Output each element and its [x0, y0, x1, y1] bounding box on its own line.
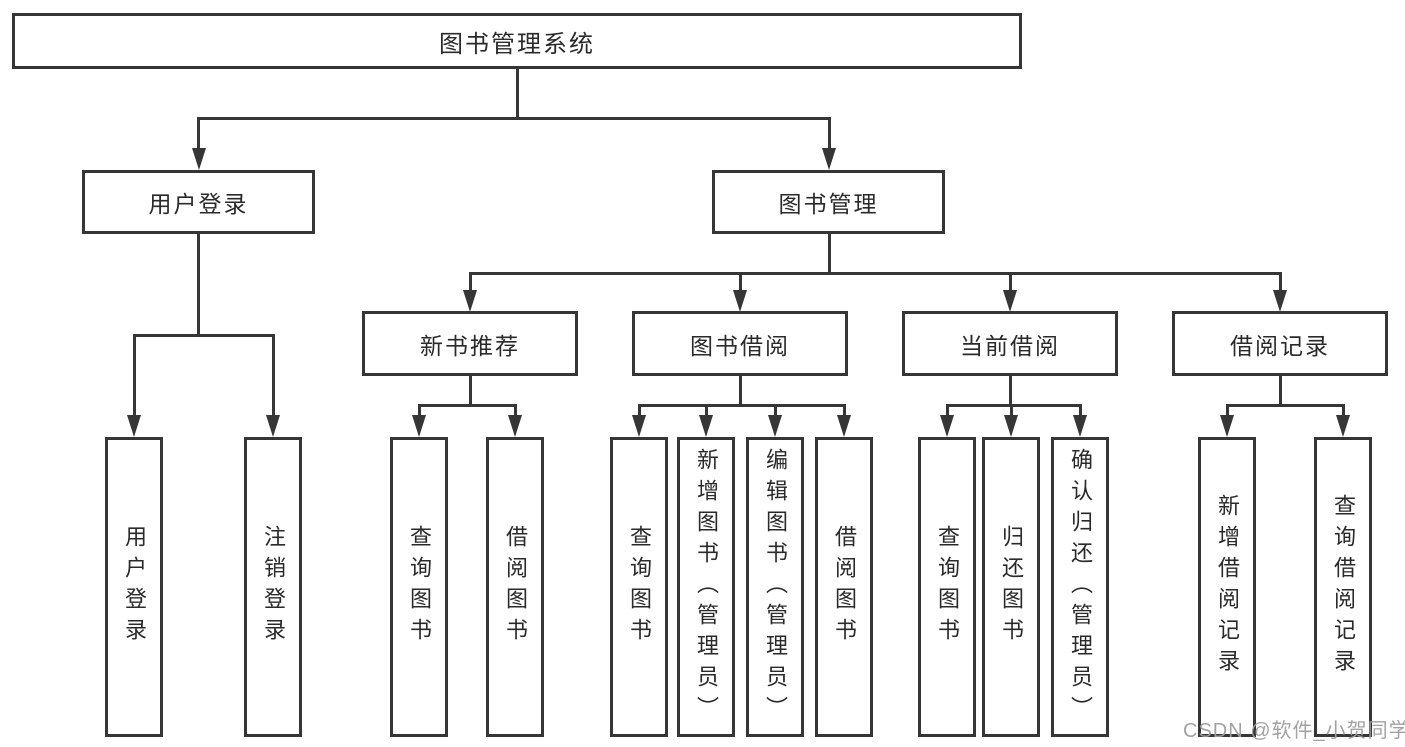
leaf-add-book-admin: 新增图书（管理员）: [677, 437, 735, 737]
connector-leaf-drop: [1341, 404, 1345, 417]
node-current-borrowing-label: 当前借阅: [960, 332, 1060, 359]
leaf-query-borrow-record: 查询借阅记录: [1314, 437, 1372, 737]
connector-newbookrec-stub: [468, 374, 472, 406]
connector-borrowrecords-split: [1225, 404, 1345, 407]
arrow-leaf-icon: [837, 415, 851, 437]
leaf-user-login-label: 用户登录: [122, 525, 147, 649]
connector-level3-split: [468, 272, 1282, 275]
node-current-borrowing: 当前借阅: [902, 311, 1118, 376]
connector-leaf-drop: [773, 404, 777, 417]
arrow-leaf-icon: [940, 415, 954, 437]
node-borrowing-records-label: 借阅记录: [1230, 332, 1330, 359]
arrow-bookborrow-icon: [733, 290, 747, 312]
leaf-logout: 注销登录: [244, 437, 302, 737]
node-book-borrowing: 图书借阅: [632, 311, 848, 376]
csdn-watermark: CSDN @软件_小贺同学: [1183, 720, 1405, 742]
connector-bookborrow-drop: [738, 272, 742, 292]
connector-leaf-login-drop: [132, 334, 136, 417]
arrow-leaf-icon: [632, 415, 646, 437]
connector-currentborrow-drop: [1008, 272, 1012, 292]
arrow-leaf-login-icon: [127, 415, 141, 437]
leaf-borrow-books-borrow-label: 借阅图书: [832, 525, 857, 649]
leaf-confirm-return-admin-label: 确认归还（管理员）: [1068, 447, 1093, 727]
node-library-system: 图书管理系统: [12, 13, 1022, 69]
leaf-query-books-borrow-label: 查询图书: [627, 525, 652, 649]
arrow-leaf-icon: [699, 415, 713, 437]
arrow-leaf-icon: [508, 415, 522, 437]
leaf-borrow-books-recommend-label: 借阅图书: [503, 525, 528, 649]
leaf-add-borrow-record: 新增借阅记录: [1198, 437, 1256, 737]
connector-leaf-drop: [513, 404, 517, 417]
leaf-logout-label: 注销登录: [261, 525, 286, 649]
connector-leaf-drop: [637, 404, 641, 417]
node-user-login-label: 用户登录: [148, 191, 249, 217]
connector-level2-split: [197, 117, 831, 120]
leaf-user-login: 用户登录: [105, 437, 163, 737]
connector-leaf-drop: [704, 404, 708, 417]
arrow-currentborrow-icon: [1003, 290, 1017, 312]
arrow-leaf-icon: [1336, 415, 1350, 437]
leaf-query-books-recommend-label: 查询图书: [407, 525, 432, 649]
connector-bookmgmt-drop: [827, 117, 831, 150]
connector-leaf-drop: [1225, 404, 1229, 417]
connector-bookmgmt-stem: [827, 231, 831, 274]
connector-currentborrow-split: [945, 404, 1082, 407]
arrow-leaf-icon: [768, 415, 782, 437]
leaf-return-book-label: 归还图书: [999, 525, 1024, 649]
connector-bookborrow-split: [637, 404, 846, 407]
connector-userlogin-stem: [197, 231, 200, 336]
connector-leaf-drop: [945, 404, 949, 417]
arrow-leaf-icon: [1073, 415, 1087, 437]
arrow-borrowrecords-icon: [1273, 290, 1287, 312]
arrow-leaf-icon: [412, 415, 426, 437]
leaf-edit-book-admin-label: 编辑图书（管理员）: [763, 447, 788, 727]
leaf-query-books-recommend: 查询图书: [390, 437, 448, 737]
connector-root-stem: [515, 67, 519, 119]
connector-newbookrec-split: [417, 404, 517, 407]
leaf-query-books-current: 查询图书: [918, 437, 976, 737]
arrow-leaf-icon: [1004, 415, 1018, 437]
leaf-query-borrow-record-label: 查询借阅记录: [1331, 494, 1356, 680]
arrow-leaf-icon: [1220, 415, 1234, 437]
leaf-borrow-books-borrow: 借阅图书: [815, 437, 873, 737]
leaf-query-books-borrow: 查询图书: [610, 437, 668, 737]
arrow-newbookrec-icon: [463, 290, 477, 312]
node-library-system-label: 图书管理系统: [439, 30, 595, 58]
leaf-add-book-admin-label: 新增图书（管理员）: [694, 447, 719, 727]
leaf-add-borrow-record-label: 新增借阅记录: [1215, 494, 1240, 680]
arrow-bookmgmt-icon: [822, 148, 836, 170]
node-user-login: 用户登录: [82, 170, 315, 234]
leaf-return-book: 归还图书: [982, 437, 1040, 737]
connector-leaf-logout-drop: [271, 334, 275, 417]
connector-leaf-drop: [1078, 404, 1082, 417]
connector-newbookrec-drop: [468, 272, 472, 292]
node-new-book-recommend: 新书推荐: [362, 311, 578, 376]
node-book-management-label: 图书管理: [778, 191, 879, 217]
connector-leaf-drop: [1009, 404, 1013, 417]
connector-bookborrow-stub: [738, 374, 742, 406]
connector-leaf-drop: [842, 404, 846, 417]
arrow-userlogin-icon: [192, 148, 206, 170]
connector-borrowrecords-stub: [1278, 374, 1282, 406]
connector-borrowrecords-drop: [1278, 272, 1282, 292]
node-book-borrowing-label: 图书借阅: [690, 332, 790, 359]
connector-leaf-drop: [417, 404, 421, 417]
node-new-book-recommend-label: 新书推荐: [420, 332, 520, 359]
connector-userlogin-drop: [197, 117, 200, 150]
leaf-query-books-current-label: 查询图书: [935, 525, 960, 649]
connector-userlogin-split: [132, 334, 275, 337]
leaf-confirm-return-admin: 确认归还（管理员）: [1051, 437, 1109, 737]
node-borrowing-records: 借阅记录: [1172, 311, 1388, 376]
arrow-leaf-logout-icon: [266, 415, 280, 437]
leaf-borrow-books-recommend: 借阅图书: [486, 437, 544, 737]
node-book-management: 图书管理: [712, 170, 945, 234]
leaf-edit-book-admin: 编辑图书（管理员）: [746, 437, 804, 737]
connector-currentborrow-stub: [1008, 374, 1012, 406]
